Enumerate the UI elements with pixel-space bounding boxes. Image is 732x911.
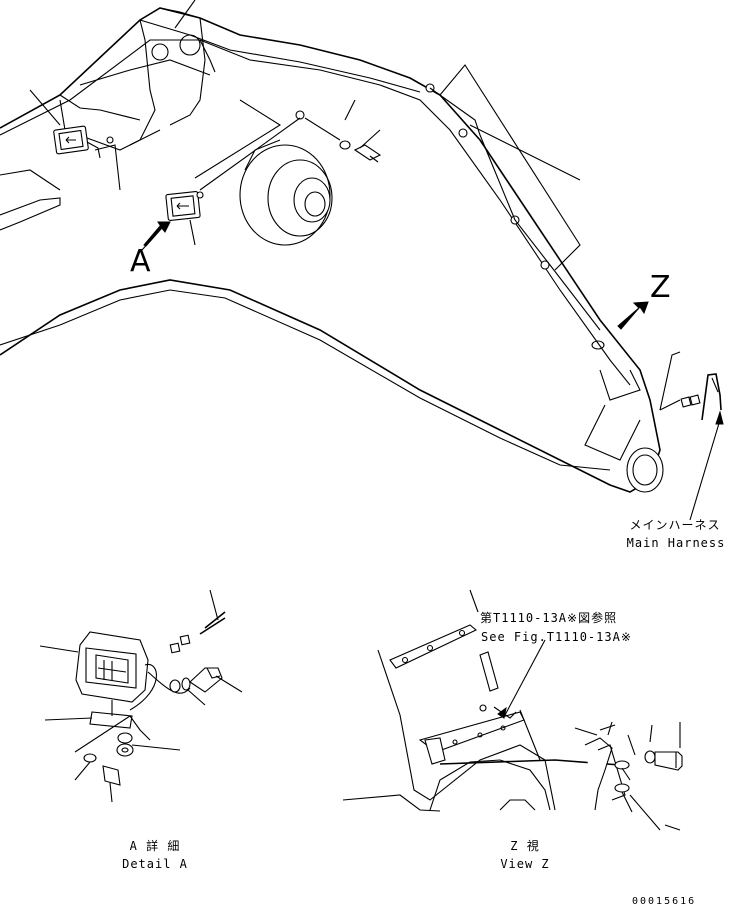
arrow-icon [617, 301, 649, 330]
view-a-marker: A [130, 244, 151, 279]
main-harness-label-en: Main Harness [626, 536, 726, 550]
see-fig-label-jp: 第T1110-13A※図参照 [480, 611, 618, 625]
view-z-drawing [342, 589, 683, 831]
view-z-marker: Z [650, 270, 671, 305]
main-harness-label-jp: メインハーネス [629, 518, 721, 532]
detail-a-drawing [39, 589, 243, 803]
see-fig-label-en: See Fig.T1110-13A※ [481, 630, 632, 644]
upper-lamp [29, 89, 121, 191]
view-z-title-jp: Z 視 [510, 839, 540, 853]
main-harness [659, 351, 724, 521]
detail-a-title-en: Detail A [122, 857, 188, 871]
drawing-number: 00015616 [632, 896, 697, 907]
detail-a-title-jp: A 詳 細 [129, 839, 181, 853]
boom-assembly [0, 0, 724, 521]
arrow-icon [141, 221, 171, 251]
detail-a-lamp [165, 191, 204, 246]
view-z-title-en: View Z [500, 857, 550, 871]
